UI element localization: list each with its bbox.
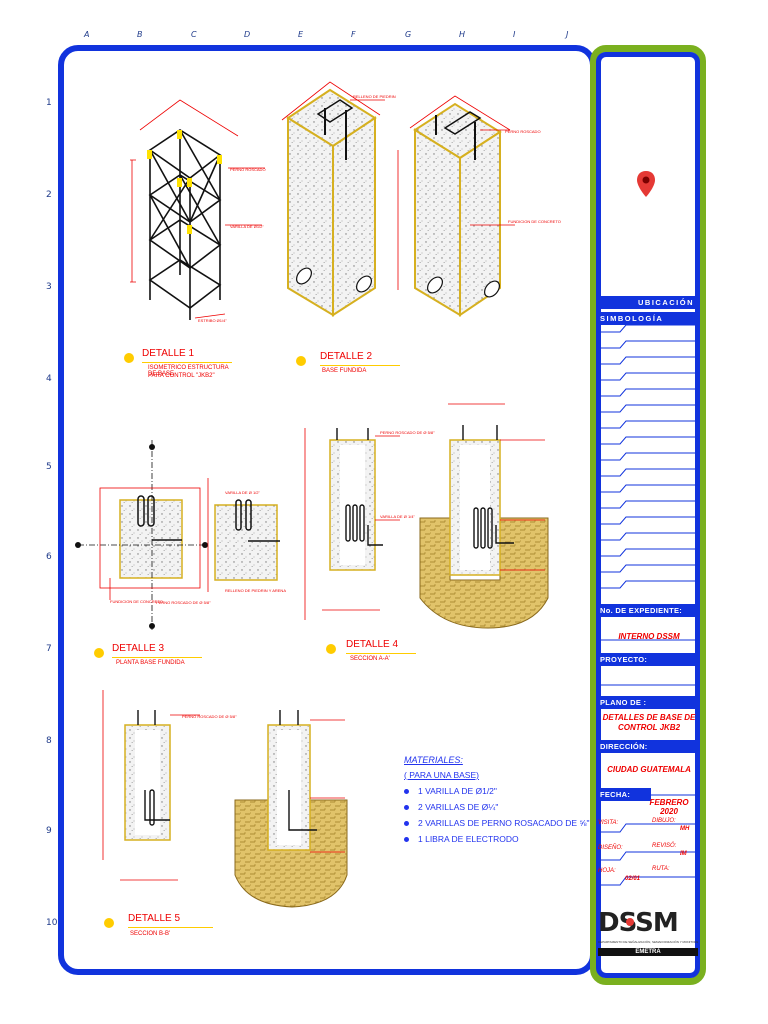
detail-1-subtitle-2: PARA CONTROL "JKB2" [148,373,215,379]
hoja-value: 02/01 [625,876,641,882]
detail-1-label: DETALLE 1 ISOMETRICO ESTRUCTURA DE BASE … [124,345,232,385]
plano-value: DETALLES DE BASE DE CONTROL JKB2 [602,713,696,732]
grid-column-label: C [191,30,197,39]
grid-row-label: 2 [46,190,52,200]
svg-text:RELLENO DE PIEDRIN: RELLENO DE PIEDRIN [353,94,396,99]
direccion-value: CIUDAD GUATEMALA [607,765,691,774]
grid-column-label: H [459,30,466,39]
simbologia-header: SIMBOLOGÍA [596,312,700,325]
fecha-label: FECHA: [596,788,651,801]
detail-2-label: DETALLE 2 BASE FUNDIDA [296,348,400,378]
detail-4-drawing: PERNO ROSCADO DE Ø 5/8" VARILLA DE Ø 1/4… [304,403,549,629]
detail-3-subtitle: PLANTA BASE FUNDIDA [116,660,185,666]
grid-row-label: 6 [46,552,52,562]
dibujo-label: DIBUJO: [652,818,676,824]
detail-1-subtitle: ISOMETRICO ESTRUCTURA DE BASE [148,365,229,377]
detail-1-title: DETALLE 1 [142,348,195,359]
svg-text:VARILLA DE Ø1/2": VARILLA DE Ø1/2" [230,224,264,229]
grid-column-label: B [137,30,143,39]
svg-text:FUNDICION DE CONCRETO: FUNDICION DE CONCRETO [508,219,561,224]
svg-text:PERNO ROSCADO: PERNO ROSCADO [505,129,541,134]
detail-2-subtitle: BASE FUNDIDA [322,368,367,374]
grid-column-label: A [84,30,90,39]
detail-5-title: DETALLE 5 [128,913,181,924]
detail-3-label: DETALLE 3 PLANTA BASE FUNDIDA [94,640,208,670]
svg-text:PERNO ROSCADO: PERNO ROSCADO [230,167,266,172]
reviso-label: REVISÓ: [652,843,677,849]
fecha-value: FEBRERO 2020 [649,798,689,816]
grid-column-label: J [566,30,569,39]
svg-text:VARILLA DE Ø 1/4": VARILLA DE Ø 1/4" [380,514,415,519]
logo-subtitle: DEPARTAMENTO DE SEÑALIZACIÓN, SEMAFORIZA… [598,940,698,944]
materials-item: 2 VARILLAS DE Ø¼" [404,802,498,812]
grid-row-label: 8 [46,736,52,746]
materials-item: 1 VARILLA DE Ø1/2" [404,786,497,796]
detail-5-drawing: PERNO ROSCADO DE Ø 5/8" [102,690,348,908]
diseno-label: DISEÑO: [598,845,623,851]
materials-item: 1 LIBRA DE ELECTRODO [404,834,519,844]
materials-subheading: ( PARA UNA BASE) [404,770,479,780]
plano-label: PLANO DE : [596,696,700,709]
svg-text:PERNO ROSCADO DE Ø 5/8": PERNO ROSCADO DE Ø 5/8" [156,600,211,605]
location-pin-icon [637,171,655,197]
svg-text:ESTRIBO Ø1/4": ESTRIBO Ø1/4" [198,318,227,323]
detail-2-drawing: RELLENO DE PIEDRIN PERNO ROSCADO FUNDICI… [281,81,561,317]
svg-text:VARILLA DE Ø 1/2": VARILLA DE Ø 1/2" [225,490,260,495]
ubicacion-header: UBICACIÓN [596,296,700,309]
grid-column-label: I [513,30,516,39]
hoja-label: HOJA: [598,868,616,874]
dibujo-value: MH [680,826,690,832]
grid-column-label: E [298,30,304,39]
detail-1-drawing: PERNO ROSCADO VARILLA DE Ø1/2" ESTRIBO Ø… [130,99,266,323]
grid-column-label: F [351,30,356,39]
detail-5-subtitle: SECCION B-B' [130,931,171,937]
expediente-value: INTERNO DSSM [618,632,680,641]
dssm-logo: DSSM DEPARTAMENTO DE SEÑALIZACIÓN, SEMAF… [598,908,698,968]
detail-3-title: DETALLE 3 [112,643,165,654]
svg-text:PERNO ROSCADO DE Ø 5/8": PERNO ROSCADO DE Ø 5/8" [380,430,435,435]
detail-3-drawing: FUNDICION DE CONCRETO PERNO ROSCADO DE Ø… [75,440,286,630]
reviso-value: IM [680,851,687,857]
grid-row-label: 7 [46,644,52,654]
detail-4-subtitle: SECCION A-A' [350,656,390,662]
detail-4-label: DETALLE 4 SECCION A-A' [326,636,420,666]
materials-heading: MATERIALES: [404,755,463,765]
detail-5-label: DETALLE 5 SECCION B-B' [104,910,218,940]
grid-row-label: 9 [46,826,52,836]
proyecto-label: PROYECTO: [596,653,700,666]
visita-label: VISITA: [598,820,619,826]
expediente-label: No. DE EXPEDIENTE: [596,604,700,617]
grid-column-label: G [405,30,412,39]
svg-text:FUNDICION DE CONCRETO: FUNDICION DE CONCRETO [110,599,163,604]
grid-row-label: 3 [46,282,52,292]
materials-item: 2 VARILLAS DE PERNO ROSACADO DE ⅝" [404,818,590,828]
detail-4-title: DETALLE 4 [346,639,399,650]
detail-2-title: DETALLE 2 [320,351,373,362]
grid-row-label: 4 [46,374,52,384]
grid-row-label: 5 [46,462,52,472]
direccion-label: DIRECCIÓN: [596,740,700,753]
symbology-lines [600,324,698,886]
grid-row-label: 10 [46,918,58,928]
ruta-label: RUTA: [652,866,670,872]
svg-text:PERNO ROSCADO DE Ø 5/8": PERNO ROSCADO DE Ø 5/8" [182,714,237,719]
svg-text:RELLENO DE PIEDRIN Y ARENA: RELLENO DE PIEDRIN Y ARENA [225,588,286,593]
grid-row-label: 1 [46,98,52,108]
grid-column-label: D [244,30,251,39]
logo-org: EMETRA [598,948,698,956]
logo-text: DSSM [598,908,679,938]
